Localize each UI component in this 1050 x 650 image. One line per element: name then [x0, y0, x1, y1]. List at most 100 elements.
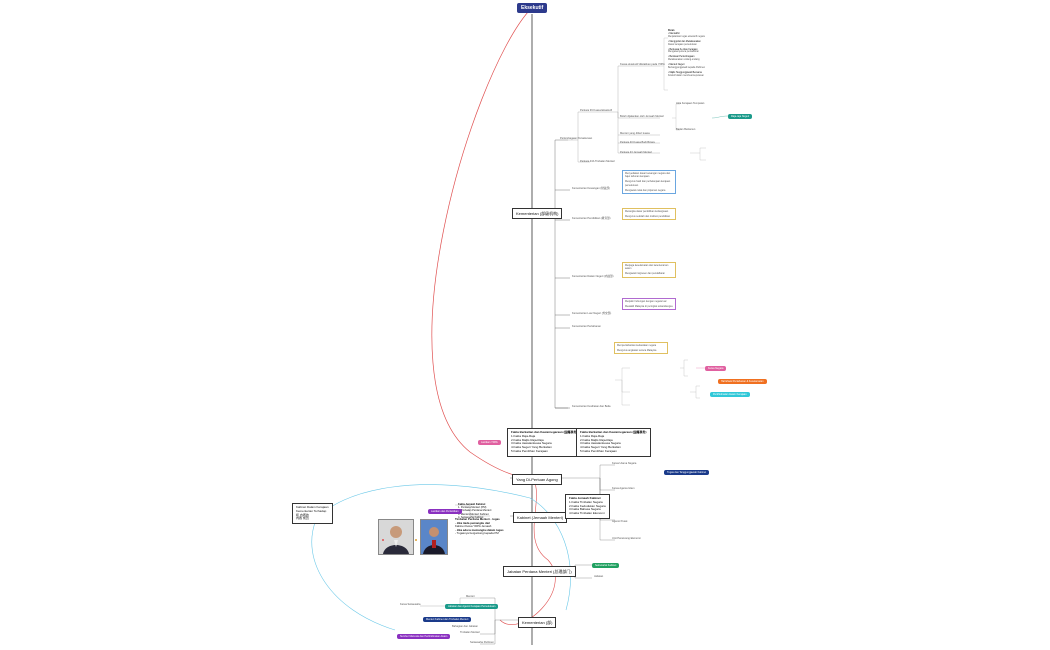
- jemaah-right-1: 1.Fakta Timbalan Negara: [569, 499, 603, 504]
- box-kewangan-1: Menyediakan dasar kewangan negara dan ba…: [625, 172, 671, 179]
- pill-sekretariat[interactable]: Sekretariat Kabinet: [592, 563, 620, 568]
- node-yang-dipertuan[interactable]: Yang Di-Pertuan Agong: [512, 474, 562, 485]
- jemaah-right-3: 3.Fakta Bahasa Negara: [569, 507, 601, 512]
- far-left-3: 和 内阁的: [296, 512, 309, 517]
- fakta-left-1: 1.Fakta Raja-Raja: [511, 433, 536, 438]
- fakta-left-2: 2.Fakta Majlis Raja-Raja: [511, 437, 544, 442]
- label-jabatan[interactable]: Jabatan: [594, 575, 604, 578]
- label-perkara-39[interactable]: Perkara 39 Kuasa Eksekutif: [580, 109, 613, 112]
- label-dalam-negeri[interactable]: Kementerian Dalam Negeri (内政部): [572, 275, 614, 278]
- label-bahagian[interactable]: Bahagian dan Jabatan: [452, 625, 478, 628]
- fakta-right-title: Fakta Berkaitan dan Kewarnegaraan (国籍事务): [580, 430, 647, 434]
- label-perkara-43a[interactable]: Perkara 43A Timbalan Menteri: [580, 160, 615, 163]
- red-curve-low: [499, 477, 556, 625]
- pill-jabatan-agensi[interactable]: Jabatan dan Agensi Kerajaan Persekutuan: [445, 604, 499, 609]
- pill-ketua-negara[interactable]: Ketua Negara: [705, 366, 727, 371]
- note-12: Kolektif dalam membuat keputusan: [668, 74, 704, 77]
- box-kewangan-3: Mengawal cukai dan pinjaman negara: [625, 188, 666, 192]
- box-luar-negeri-1: Menjalin hubungan dengan negara luar: [625, 300, 667, 303]
- cabinet-text-4: 4. Setiausaha Kabinet: [458, 515, 484, 519]
- box-kewangan-2: Mengurus hasil dan perbelanjaan kerajaan…: [625, 180, 671, 187]
- jemaah-box-right: Fakta Jemaah Kabinet 1.Fakta Timbalan Ne…: [565, 494, 610, 519]
- label-perlembagaan[interactable]: Perlembagaan Persekutuan: [560, 137, 593, 140]
- label-kesihatan[interactable]: Kementerian Kesihatan dan Belia: [572, 405, 611, 408]
- fakta-box-right: Fakta Berkaitan dan Kewarnegaraan (国籍事务)…: [576, 428, 651, 457]
- portrait-right-icon: [421, 520, 447, 554]
- note-4: Dasar kerajaan persekutuan: [668, 43, 697, 46]
- note-11: • Majlis Tanggungjawab Bersama: [668, 71, 702, 74]
- note-9: • Menteri Negeri: [668, 64, 685, 67]
- box-pertahanan-1: Mempertahankan kedaulatan negara: [617, 344, 657, 347]
- cabinet-text-1: 1. Perdana Menteri (PM): [458, 506, 487, 510]
- label-jemaah-menteri[interactable]: Boleh dijalankan oleh Jemaah Menteri: [620, 115, 664, 118]
- pm-text: Timbalan Perdana Menteri - tugas - Jika …: [455, 517, 504, 536]
- root-node[interactable]: Eksekutif: [517, 3, 548, 13]
- fakta-right-3: 3.Fakta Jawatankuasa Negara: [580, 441, 621, 446]
- marker-dot-left: [382, 539, 384, 541]
- label-ketua-agama[interactable]: Ketua Agama Islam: [612, 487, 635, 490]
- red-curve: [431, 11, 534, 479]
- pill-pertahanan[interactable]: Hal Ehwal Pertahanan & Keselamatan: [718, 379, 767, 384]
- node-kementerian[interactable]: Kementerian (部级机构): [512, 208, 563, 219]
- pill-lantikan[interactable]: Lantikan dan Perlantikan: [428, 509, 462, 514]
- box-pendidikan-1: Merangka dasar pendidikan kebangsaan: [625, 210, 669, 213]
- note-3: • Menggubal dan Melaksanakan: [668, 40, 701, 43]
- portrait-left-icon: [379, 520, 413, 554]
- label-perkara-40[interactable]: Perkara 40 Kuasa Budi Bicara: [620, 141, 655, 144]
- box-pertahanan: Mempertahankan kedaulatan negara Menguru…: [614, 342, 668, 355]
- box-luar-negeri-2: Mewakili Malaysia di peringkat antaraban…: [625, 305, 673, 309]
- far-left-box: Kabinet Dalam Kerajaan Kementerian Terha…: [292, 503, 333, 525]
- box-pendidikan-2: Mengurus sekolah dan institusi pendidika…: [625, 215, 671, 219]
- label-setiausaha-parlimen[interactable]: Setiausaha Parlimen: [470, 641, 494, 644]
- fakta-left-5: 5.Fakta Pemilihan Kerajaan: [511, 448, 548, 453]
- box-dalam-negeri: Menjaga keselamatan dan ketenteraman awa…: [622, 262, 676, 278]
- fakta-left-3: 3.Fakta Jawatankuasa Negara: [511, 441, 552, 446]
- label-perkara-43[interactable]: Perkara 43 Jemaah Menteri: [620, 151, 653, 154]
- note-1: • Mentadbir: [668, 32, 680, 35]
- pill-tugas-kabinet[interactable]: Tugas dan Tanggungjawab Kabinet: [664, 470, 710, 475]
- node-kementerian-2[interactable]: Kementerian (部): [518, 617, 557, 628]
- label-agensi-pusat[interactable]: Agensi Pusat: [612, 520, 628, 523]
- label-menteri-kuasa[interactable]: Menteri yang diberi kuasa: [620, 132, 650, 135]
- box-pendidikan: Merangka dasar pendidikan kebangsaan Men…: [622, 208, 676, 221]
- marker-dot-right: [415, 539, 417, 541]
- label-pertahanan[interactable]: Kementerian Pertahanan: [572, 325, 601, 328]
- label-timbalan-menteri[interactable]: Timbalan Menteri: [460, 631, 480, 634]
- cabinet-text: Fakta Jemaah Kabinet 1. Perdana Menteri …: [458, 503, 491, 519]
- node-jabatan-perdana[interactable]: Jabatan Perdana Menteri (总理部门): [503, 566, 576, 577]
- fakta-box-left: Fakta Berkaitan dan Kewarnegaraan (国籍事务)…: [507, 428, 582, 457]
- fakta-right-4: 4.Fakta Negeri Yang Berkaitan: [580, 445, 621, 450]
- branch-kementerian: [532, 139, 568, 213]
- pill-lantikan-ydpa[interactable]: Lantikan YDPA: [478, 440, 501, 445]
- cabinet-text-2: 2. Timbalan Perdana Menteri: [458, 509, 492, 513]
- pm-text-2: Kabinet Ketua YDPA Jemaah: [455, 524, 492, 529]
- pill-perkhidmatan-awam[interactable]: Perkhidmatan Awam Kerajaan: [710, 392, 750, 397]
- fakta-left-title: Fakta Berkaitan dan Kewarnegaraan (国籍事务): [511, 430, 578, 434]
- label-badan-berkanun[interactable]: Badan Berkanun: [676, 128, 696, 131]
- label-menteri[interactable]: Menteri: [466, 595, 475, 598]
- jemaah-right-title: Fakta Jemaah Kabinet: [569, 496, 601, 500]
- box-pertahanan-2: Mengurus angkatan tentera Malaysia: [617, 349, 657, 353]
- pill-raja-negeri[interactable]: Raja-raja Negeri: [728, 114, 753, 119]
- label-pendidikan[interactable]: Kementerian Pendidikan (教育部): [572, 217, 611, 220]
- far-left-2: Kementerian Terhadap: [296, 508, 327, 513]
- label-akta-kerajaan[interactable]: Akta Kerajaan Tempatan: [676, 102, 705, 105]
- fakta-right-5: 5.Fakta Pemilihan Kerajaan: [580, 448, 617, 453]
- label-kewangan[interactable]: Kementerian Kewangan (财政部): [572, 187, 610, 190]
- label-luar-negeri[interactable]: Kementerian Luar Negeri (外交部): [572, 312, 612, 315]
- pill-sumber-manusia[interactable]: Sumber Manusia dan Perkhidmatan Awam: [397, 634, 451, 639]
- note-6: Mengawal jentera pentadbiran: [668, 51, 699, 54]
- label-kuasa-ydpa[interactable]: Kuasa eksekutif diletakkan pada YDPA: [620, 63, 665, 66]
- jemaah-right-4: 4.Fakta Timbalan Ekonomi: [569, 511, 605, 516]
- note-header: Peran: [668, 30, 675, 32]
- pill-menteri-kabinet[interactable]: Menteri Kabinet dan Timbalan Menteri: [423, 617, 472, 622]
- top-notes: Peran • Mentadbir Menjalankan tugas ekse…: [668, 30, 705, 78]
- label-ketua-setiausaha[interactable]: Ketua Setiausaha: [400, 603, 421, 606]
- note-8: Melaksanakan undang-undang: [668, 59, 700, 62]
- label-ketua-utama[interactable]: Ketua Utama Negara: [612, 462, 637, 465]
- node-kabinet[interactable]: Kabinet (Jemaah Menteri): [513, 512, 568, 523]
- far-left-4: 内阁 成员: [296, 516, 309, 521]
- pm-text-3: - Jika ada ia memangku dalam tugas: [455, 527, 504, 532]
- label-upe[interactable]: Unit Perancang Ekonomi: [612, 537, 641, 540]
